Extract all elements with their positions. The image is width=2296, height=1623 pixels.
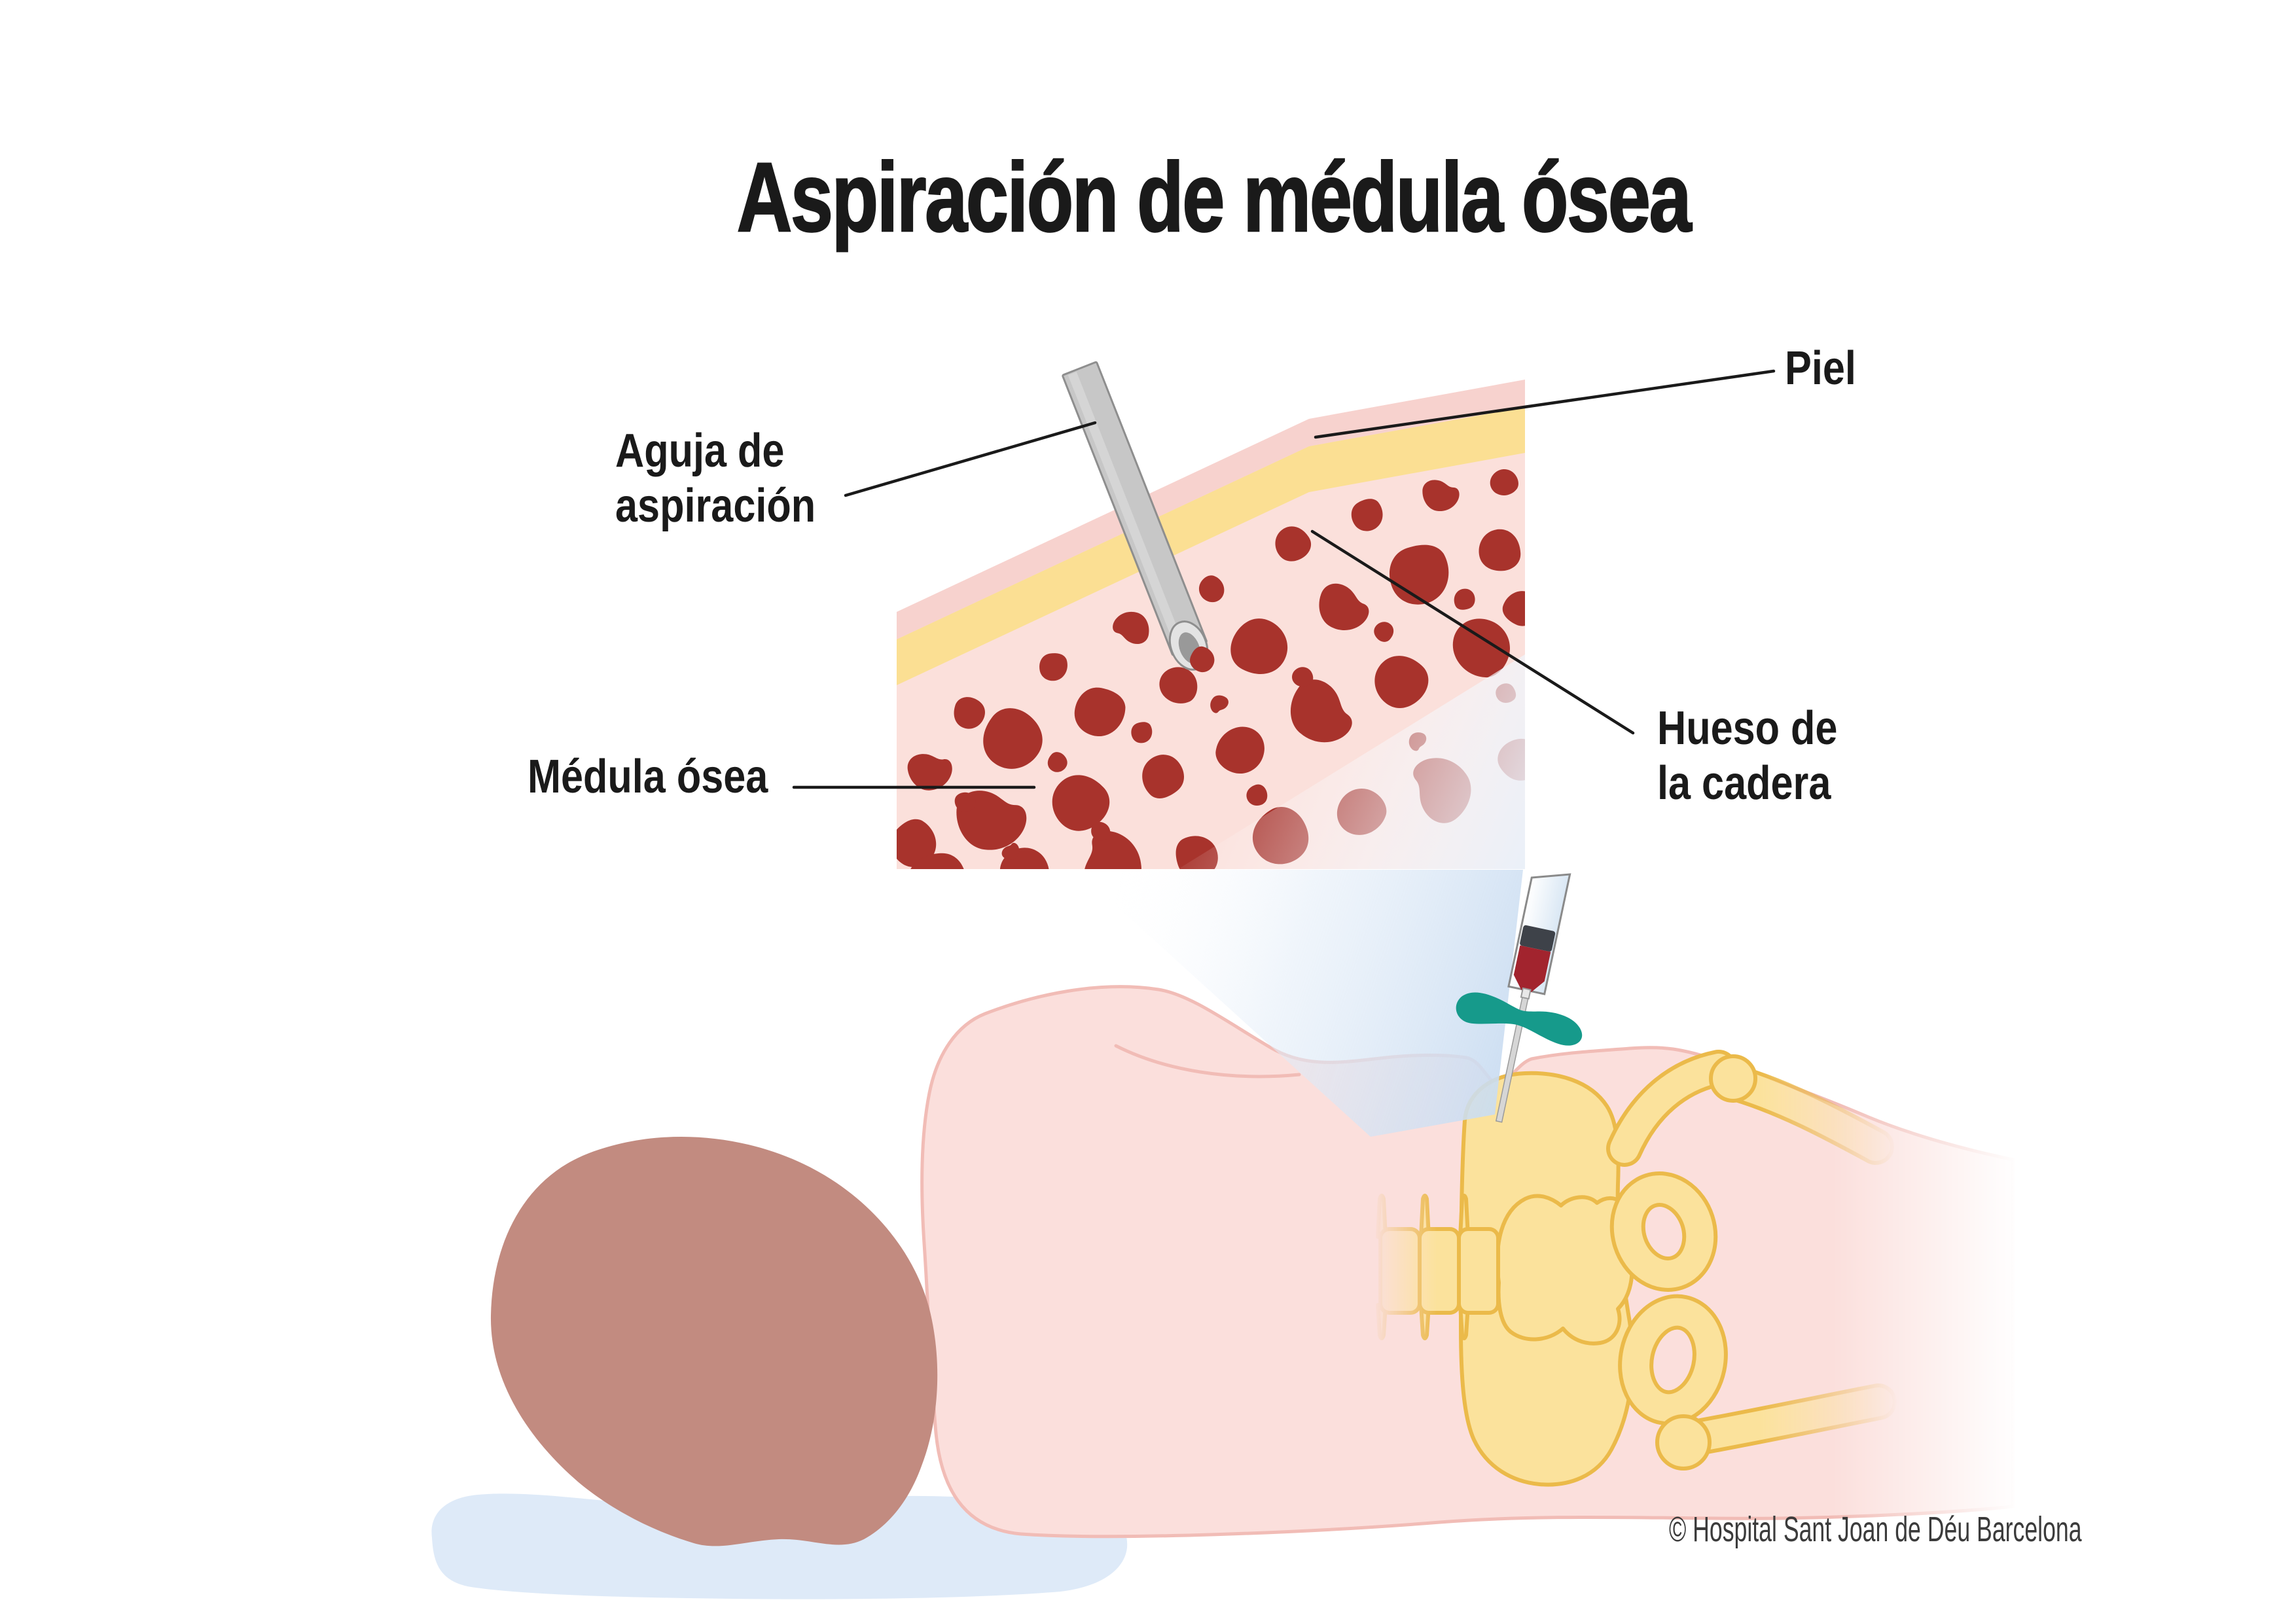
vertebra [1418,1194,1461,1340]
label-skin: Piel [1785,342,1856,395]
syringe-icon [1456,873,1583,1123]
patient-head [490,1136,938,1546]
copyright-credit: © Hospital Sant Joan de Déu Barcelona [1669,1510,2082,1549]
syringe-blood [1513,945,1551,992]
femur-lower [1655,1383,1897,1471]
femur-upper [1709,1054,1894,1165]
vertebra [1457,1194,1500,1340]
leader-line-needle [844,421,1097,497]
zoom-glow [1178,654,1525,869]
spine [1376,1194,1500,1340]
label-hip-bone: Hueso de la cadera [1657,702,1838,810]
syringe-grip [1456,992,1583,1046]
leader-line-skin [1314,369,1776,439]
aspiration-needle-icon [1062,361,1209,671]
far-iliac-horn [1606,1050,1737,1167]
syringe-hub [1520,987,1532,1000]
shoulder-crease [1114,1044,1301,1079]
patient-figure [431,985,2015,1599]
pillow [431,1493,1128,1599]
pelvis-bone [1459,1050,1897,1487]
label-aspiration-needle: Aguja de aspiración [615,425,816,532]
label-bone-marrow: Médula ósea [528,751,768,803]
obturator-ring-lower [1618,1294,1728,1426]
leader-line-hip-bone [1310,529,1635,735]
syringe-plunger [1520,925,1556,952]
bone-cross-section [897,361,1525,869]
fat-layer [897,407,1525,685]
zoom-beam [1077,870,1523,1137]
obturator-ring-upper [1609,1171,1718,1292]
page-title: Aspiración de médula ósea [736,142,1693,252]
skin-layer [897,380,1525,639]
